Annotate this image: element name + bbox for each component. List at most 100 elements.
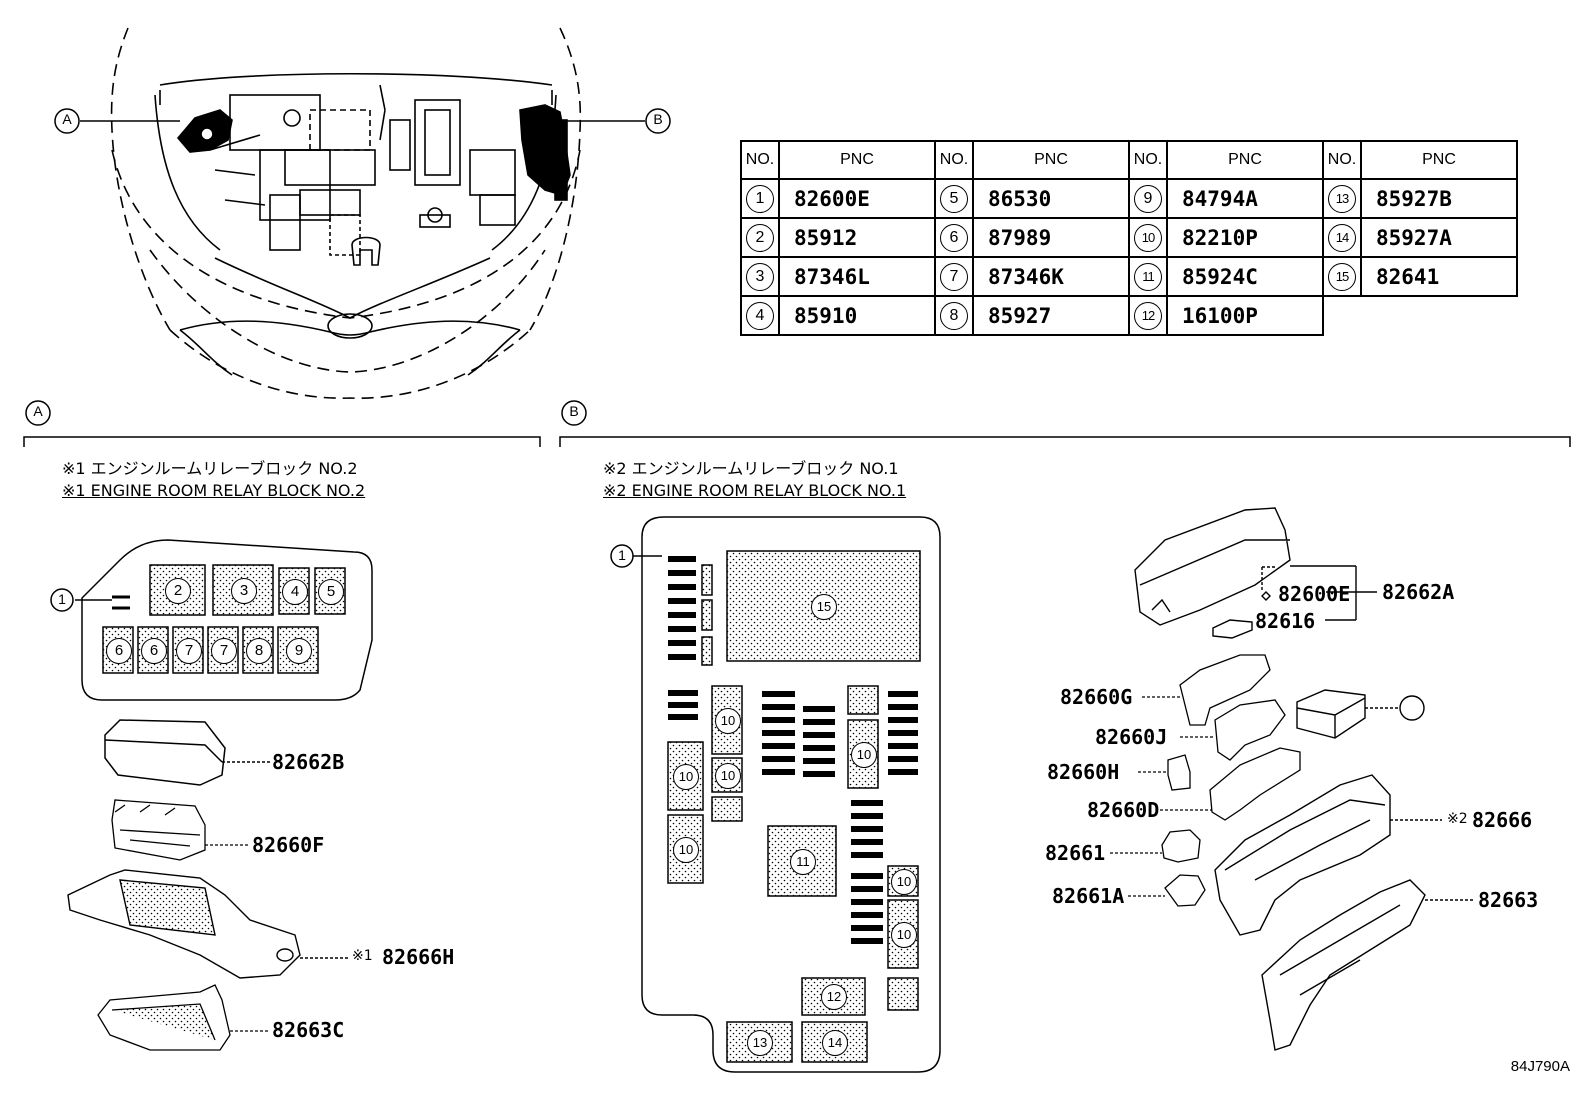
item-number: 12 — [1134, 301, 1162, 330]
fuse-bar — [888, 769, 918, 775]
fuse-bar — [851, 925, 883, 931]
fuse-bar — [762, 743, 795, 749]
table-row: 2 85912 6 87989 10 82210P 14 85927A — [740, 217, 1518, 258]
pnc-value: 82641 — [1360, 256, 1518, 297]
reference-number: 4 — [282, 579, 308, 605]
part-82666h-drawing — [67, 869, 348, 979]
fuse-bar — [888, 691, 918, 697]
fuse-bar — [851, 800, 883, 806]
part-code-82662b: 82662B — [272, 750, 345, 774]
part-code-82661: 82661 — [1045, 841, 1106, 865]
callout-b-leader — [565, 108, 671, 134]
fuse-bar — [851, 938, 883, 944]
item-number: 8 — [940, 301, 968, 330]
part-15-relay-drawing — [1296, 689, 1425, 739]
part-82660j-drawing — [1180, 699, 1286, 761]
reference-number: 9 — [286, 638, 312, 664]
part-code-82661a: 82661A — [1052, 884, 1125, 908]
pnc-table: NO. PNC NO. PNC NO. PNC NO. PNC 1 82600E… — [740, 140, 1518, 336]
table-row: 4 85910 8 85927 12 16100P — [740, 295, 1517, 336]
table-row: 1 82600E 5 86530 9 84794A 13 85927B — [740, 178, 1518, 219]
bracket-82662a — [1290, 565, 1377, 621]
reference-number: 12 — [821, 984, 847, 1010]
section-a-note: ※1 エンジンルームリレーブロック NO.2 ※1 ENGINE ROOM RE… — [62, 458, 365, 502]
item-number: 2 — [746, 223, 774, 252]
fuse-bar — [888, 743, 918, 749]
fuse-bar — [668, 570, 696, 576]
part-82663c-drawing — [97, 984, 268, 1051]
fuse-bar — [668, 714, 698, 720]
section-a-label: A — [33, 403, 43, 419]
part-code-82660h: 82660H — [1047, 760, 1120, 784]
pnc-value: 85924C — [1166, 256, 1324, 297]
fuse-bar — [851, 899, 883, 905]
figure-id: 84J790A — [1510, 1058, 1570, 1075]
part-code-82616: 82616 — [1255, 609, 1316, 633]
pnc-value: 16100P — [1166, 295, 1324, 336]
fuse-bar — [762, 691, 795, 697]
part-82662a-drawing — [1134, 507, 1291, 626]
reference-number: 10 — [715, 763, 741, 789]
reference-number: 6 — [141, 638, 167, 664]
pnc-value: 82600E — [778, 178, 936, 219]
pnc-value: 86530 — [972, 178, 1130, 219]
part-code-82666: 82666 — [1472, 808, 1533, 832]
fuse-bar — [888, 756, 918, 762]
header-no: NO. — [1128, 140, 1168, 180]
header-pnc: PNC — [778, 140, 936, 180]
header-no: NO. — [934, 140, 974, 180]
reference-number: 1 — [618, 547, 626, 563]
header-pnc: PNC — [1360, 140, 1518, 180]
item-number: 6 — [940, 223, 968, 252]
item-number: 3 — [746, 262, 774, 291]
table-row: 3 87346L 7 87346K 11 85924C 15 82641 — [740, 256, 1518, 297]
pnc-value: 85927B — [1360, 178, 1518, 219]
section-b-note-en: ※2 ENGINE ROOM RELAY BLOCK NO.1 — [603, 481, 907, 500]
section-b-label: B — [569, 403, 579, 419]
part-code-82660g: 82660G — [1060, 685, 1133, 709]
fuse-bar — [668, 690, 698, 696]
pnc-value: 87989 — [972, 217, 1130, 258]
reference-number: 3 — [231, 578, 257, 604]
pnc-value: 85910 — [778, 295, 936, 336]
section-brackets — [23, 400, 1571, 447]
reference-number: 6 — [106, 638, 132, 664]
fuse-bar — [851, 852, 883, 858]
fuse-bar — [888, 704, 918, 710]
fuse-bar — [803, 732, 835, 738]
item-number: 13 — [1328, 184, 1356, 213]
fuse-bar — [668, 598, 696, 604]
fuse-bar — [803, 719, 835, 725]
part-code-82660j: 82660J — [1095, 725, 1168, 749]
fuse-bar — [762, 730, 795, 736]
pnc-value: 84794A — [1166, 178, 1324, 219]
section-a-note-en: ※1 ENGINE ROOM RELAY BLOCK NO.2 — [62, 481, 366, 500]
fuse-bar — [668, 584, 696, 590]
fuse-bar — [668, 626, 696, 632]
reference-number: 11 — [790, 849, 816, 875]
fuse-bar — [851, 912, 883, 918]
part-82660h-drawing — [1138, 754, 1191, 791]
fuse-bar — [888, 717, 918, 723]
reference-number: 2 — [165, 578, 191, 604]
reference-number: 10 — [715, 708, 741, 734]
fuse-bar — [762, 717, 795, 723]
relay-block-no2 — [50, 539, 373, 701]
reference-number: 5 — [318, 579, 344, 605]
fuse-bar — [668, 612, 696, 618]
fuse-bar — [803, 706, 835, 712]
reference-number: 7 — [211, 638, 237, 664]
section-a-note-jp: ※1 エンジンルームリレーブロック NO.2 — [62, 459, 358, 478]
fuse-bar — [851, 813, 883, 819]
item-number: 10 — [1134, 223, 1162, 252]
reference-number: 10 — [891, 869, 917, 895]
header-no: NO. — [740, 140, 780, 180]
fuse-bar — [803, 758, 835, 764]
fuse-bar — [851, 839, 883, 845]
reference-number: 14 — [822, 1030, 848, 1056]
item-number: 9 — [1134, 184, 1162, 213]
item-number: 11 — [1134, 262, 1162, 291]
fuse-bar — [762, 769, 795, 775]
part-82663-drawing — [1261, 879, 1475, 1051]
